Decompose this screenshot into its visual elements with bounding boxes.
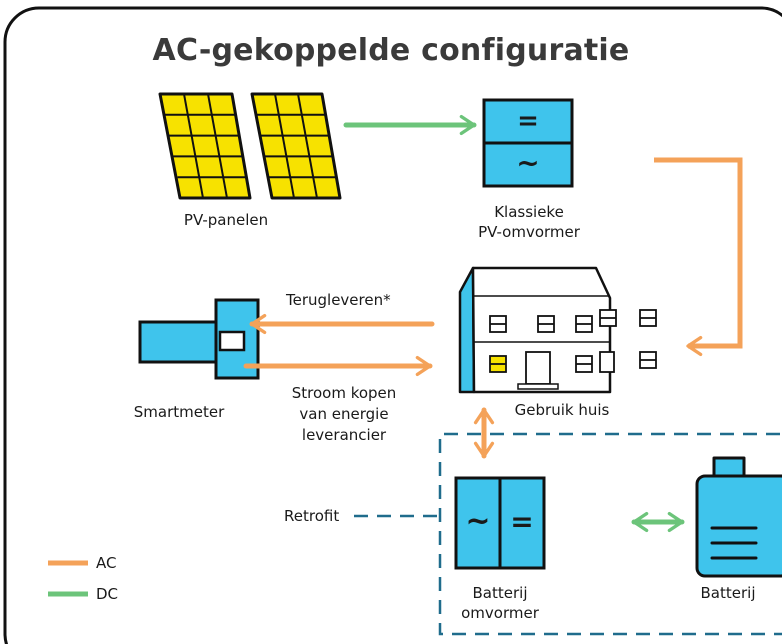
battery-inverter-label-line1: Batterij [472,584,528,602]
battery-inverter-icon [454,476,546,570]
smartmeter-label: Smartmeter [133,403,225,421]
battery-icon [695,456,782,578]
feed-in-label: Terugleveren* [286,291,391,309]
house-label: Gebruik huis [514,401,610,419]
retrofit-label: Retrofit [284,507,340,525]
solar-panel-icon [158,92,342,200]
buy-label-line2: van energie [299,405,389,423]
retrofit-dashed-box [438,432,782,636]
pv-inverter-ac-symbol: ~ [516,146,540,179]
pv-panels-label: PV-panelen [183,211,269,229]
pv-inverter-dc-symbol: = [517,106,539,136]
legend-dc-label: DC [96,585,119,603]
buy-label-line1: Stroom kopen [291,384,397,402]
battery-inverter-ac-symbol: ~ [465,504,491,539]
buy-label-line3: leverancier [301,426,387,444]
ac-arrow-inverter-to-house [654,157,743,357]
battery-label: Batterij [700,584,756,602]
pv-inverter-icon [482,98,574,188]
house-icon [458,266,657,394]
pv-inverter-label-line1: Klassieke [494,203,564,221]
battery-inverter-dc-symbol: = [510,505,534,538]
battery-inverter-label-line2: omvormer [461,604,539,622]
legend-ac-label: AC [96,554,117,572]
diagram-title: AC-gekoppelde configuratie [152,33,630,68]
pv-inverter-label-line2: PV-omvormer [478,223,580,241]
